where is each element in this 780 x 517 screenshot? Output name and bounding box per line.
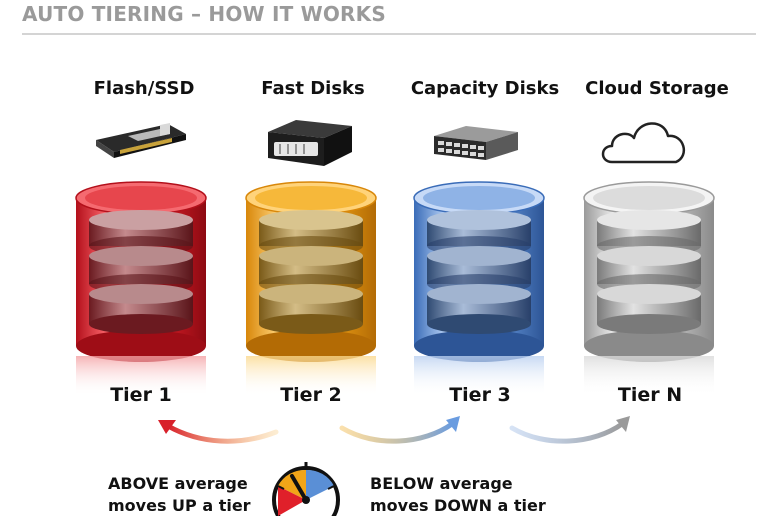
tier-1-name: Flash/SSD (93, 78, 195, 99)
promote-caption: ABOVE average moves UP a tier (108, 473, 251, 517)
gauge-icon (272, 462, 340, 516)
demote-caption: BELOW average moves DOWN a tier (370, 473, 546, 517)
server-icon (268, 120, 352, 166)
promote-caption-line2: moves UP a tier (108, 496, 251, 515)
ssd-card-icon (96, 123, 186, 158)
cloud-icon (601, 122, 686, 164)
header-divider (22, 33, 756, 35)
tier-3-label: Tier 3 (449, 384, 511, 406)
tier-1-label: Tier 1 (110, 384, 172, 406)
demote-arrow-tier3-to-tiern (509, 416, 630, 444)
rack-storage-icon (434, 126, 518, 160)
tier-n-cylinder (583, 181, 715, 396)
promote-arrow (158, 420, 279, 444)
tier-1-cylinder (75, 181, 207, 396)
demote-caption-line1: BELOW average (370, 474, 513, 493)
tier-3-cylinder (413, 181, 545, 396)
tier-2-label: Tier 2 (280, 384, 342, 406)
page-title: AUTO TIERING – HOW IT WORKS (22, 2, 386, 26)
tier-3-name: Capacity Disks (410, 78, 560, 99)
promote-caption-line1: ABOVE average (108, 474, 248, 493)
tier-2-cylinder (245, 181, 377, 396)
tier-2-name: Fast Disks (261, 78, 365, 99)
tier-n-label: Tier N (617, 384, 683, 406)
tier-n-name: Cloud Storage (585, 78, 729, 99)
demote-arrow-tier2-to-tier3 (339, 416, 460, 444)
demote-caption-line2: moves DOWN a tier (370, 496, 546, 515)
